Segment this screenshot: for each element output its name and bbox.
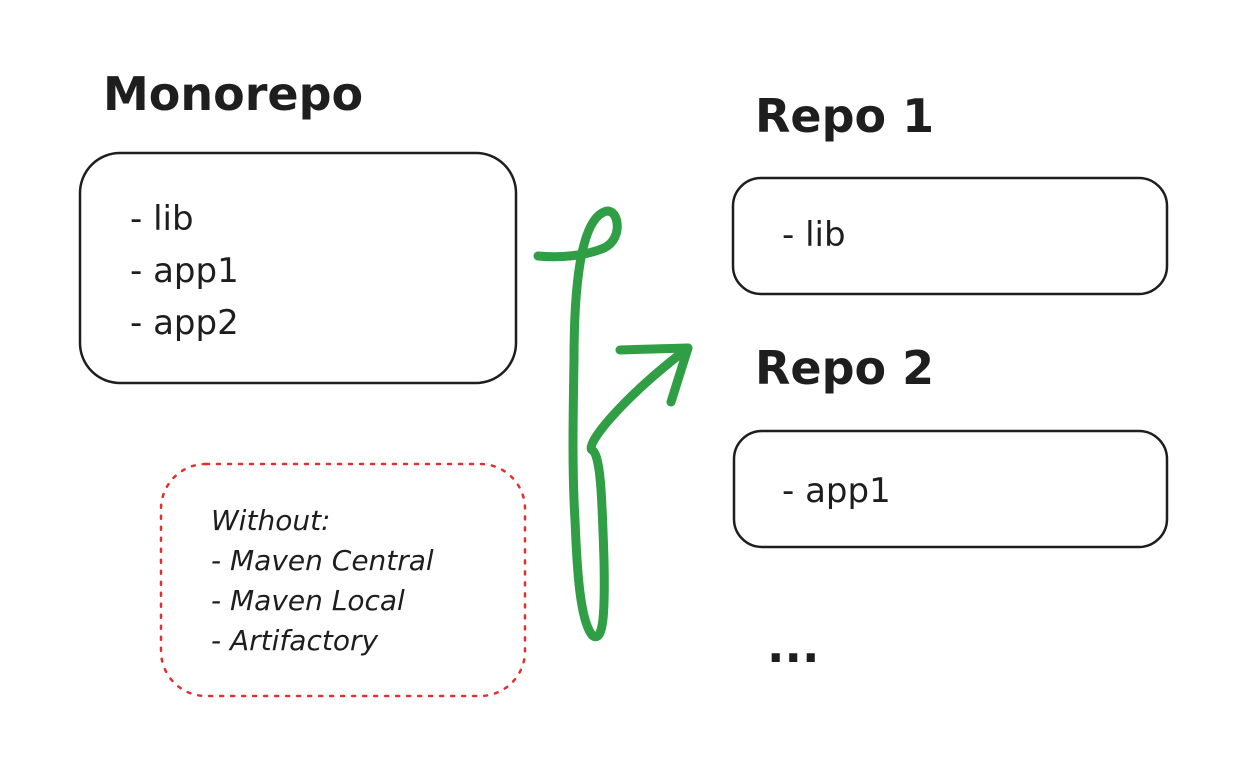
note-box — [159, 462, 527, 698]
repo2-box — [732, 429, 1169, 549]
split-arrow-head — [615, 343, 693, 407]
monorepo-group: Monorepo - lib - app1 - app2 — [78, 67, 518, 385]
monorepo-box — [78, 151, 518, 385]
repo1-item-lib: - lib — [782, 215, 846, 255]
note-line-artifactory: - Artifactory — [211, 624, 378, 657]
note-line-maven-local: - Maven Local — [211, 584, 405, 617]
more-repos-ellipsis: ... — [767, 619, 819, 673]
monorepo-item-lib: - lib — [130, 199, 194, 239]
repo2-title: Repo 2 — [755, 341, 934, 395]
monorepo-title: Monorepo — [103, 67, 363, 121]
monorepo-item-app1: - app1 — [130, 251, 239, 291]
split-arrow-stroke — [533, 206, 693, 642]
monorepo-item-app2: - app2 — [130, 303, 239, 343]
note-line-maven-central: - Maven Central — [211, 544, 434, 577]
note-line-without: Without: — [211, 504, 330, 537]
repo1-box — [731, 176, 1169, 296]
note-group: Without: - Maven Central - Maven Local -… — [159, 462, 527, 698]
repo2-item-app1: - app1 — [782, 471, 891, 511]
repo2-group: Repo 2 - app1 — [732, 341, 1169, 549]
repo1-title: Repo 1 — [755, 89, 934, 143]
curly-split-arrow-icon — [533, 206, 693, 642]
repo1-group: Repo 1 - lib — [731, 89, 1169, 296]
